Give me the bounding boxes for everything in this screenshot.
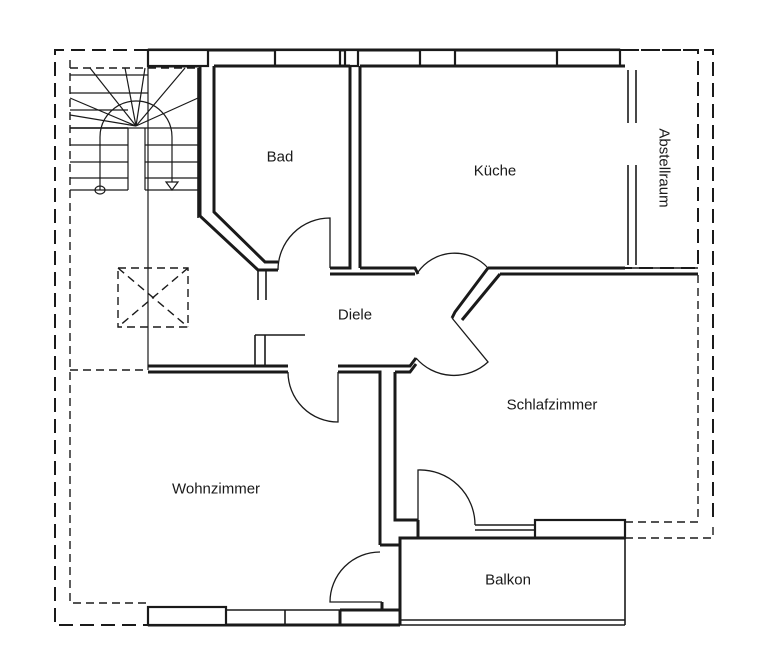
kueche-walls xyxy=(330,64,698,276)
room-label-diele: Diele xyxy=(337,306,373,324)
wohnzimmer-walls xyxy=(146,551,400,627)
bad-walls xyxy=(198,64,362,300)
top-wall xyxy=(146,48,622,68)
room-label-balkon: Balkon xyxy=(485,571,531,589)
room-label-schlafzimmer: Schlafzimmer xyxy=(506,396,598,414)
room-label-abstellraum: Abstellraum xyxy=(655,128,673,208)
schlafzimmer-walls xyxy=(380,469,627,547)
room-label-bad: Bad xyxy=(266,148,294,166)
room-label-wohnzimmer: Wohnzimmer xyxy=(171,480,261,498)
diele-walls xyxy=(148,252,698,545)
spiral-staircase-icon xyxy=(69,50,199,370)
chimney-shaft-icon xyxy=(117,267,189,328)
room-label-kueche: Küche xyxy=(473,162,517,180)
balkon-walls xyxy=(398,536,626,626)
